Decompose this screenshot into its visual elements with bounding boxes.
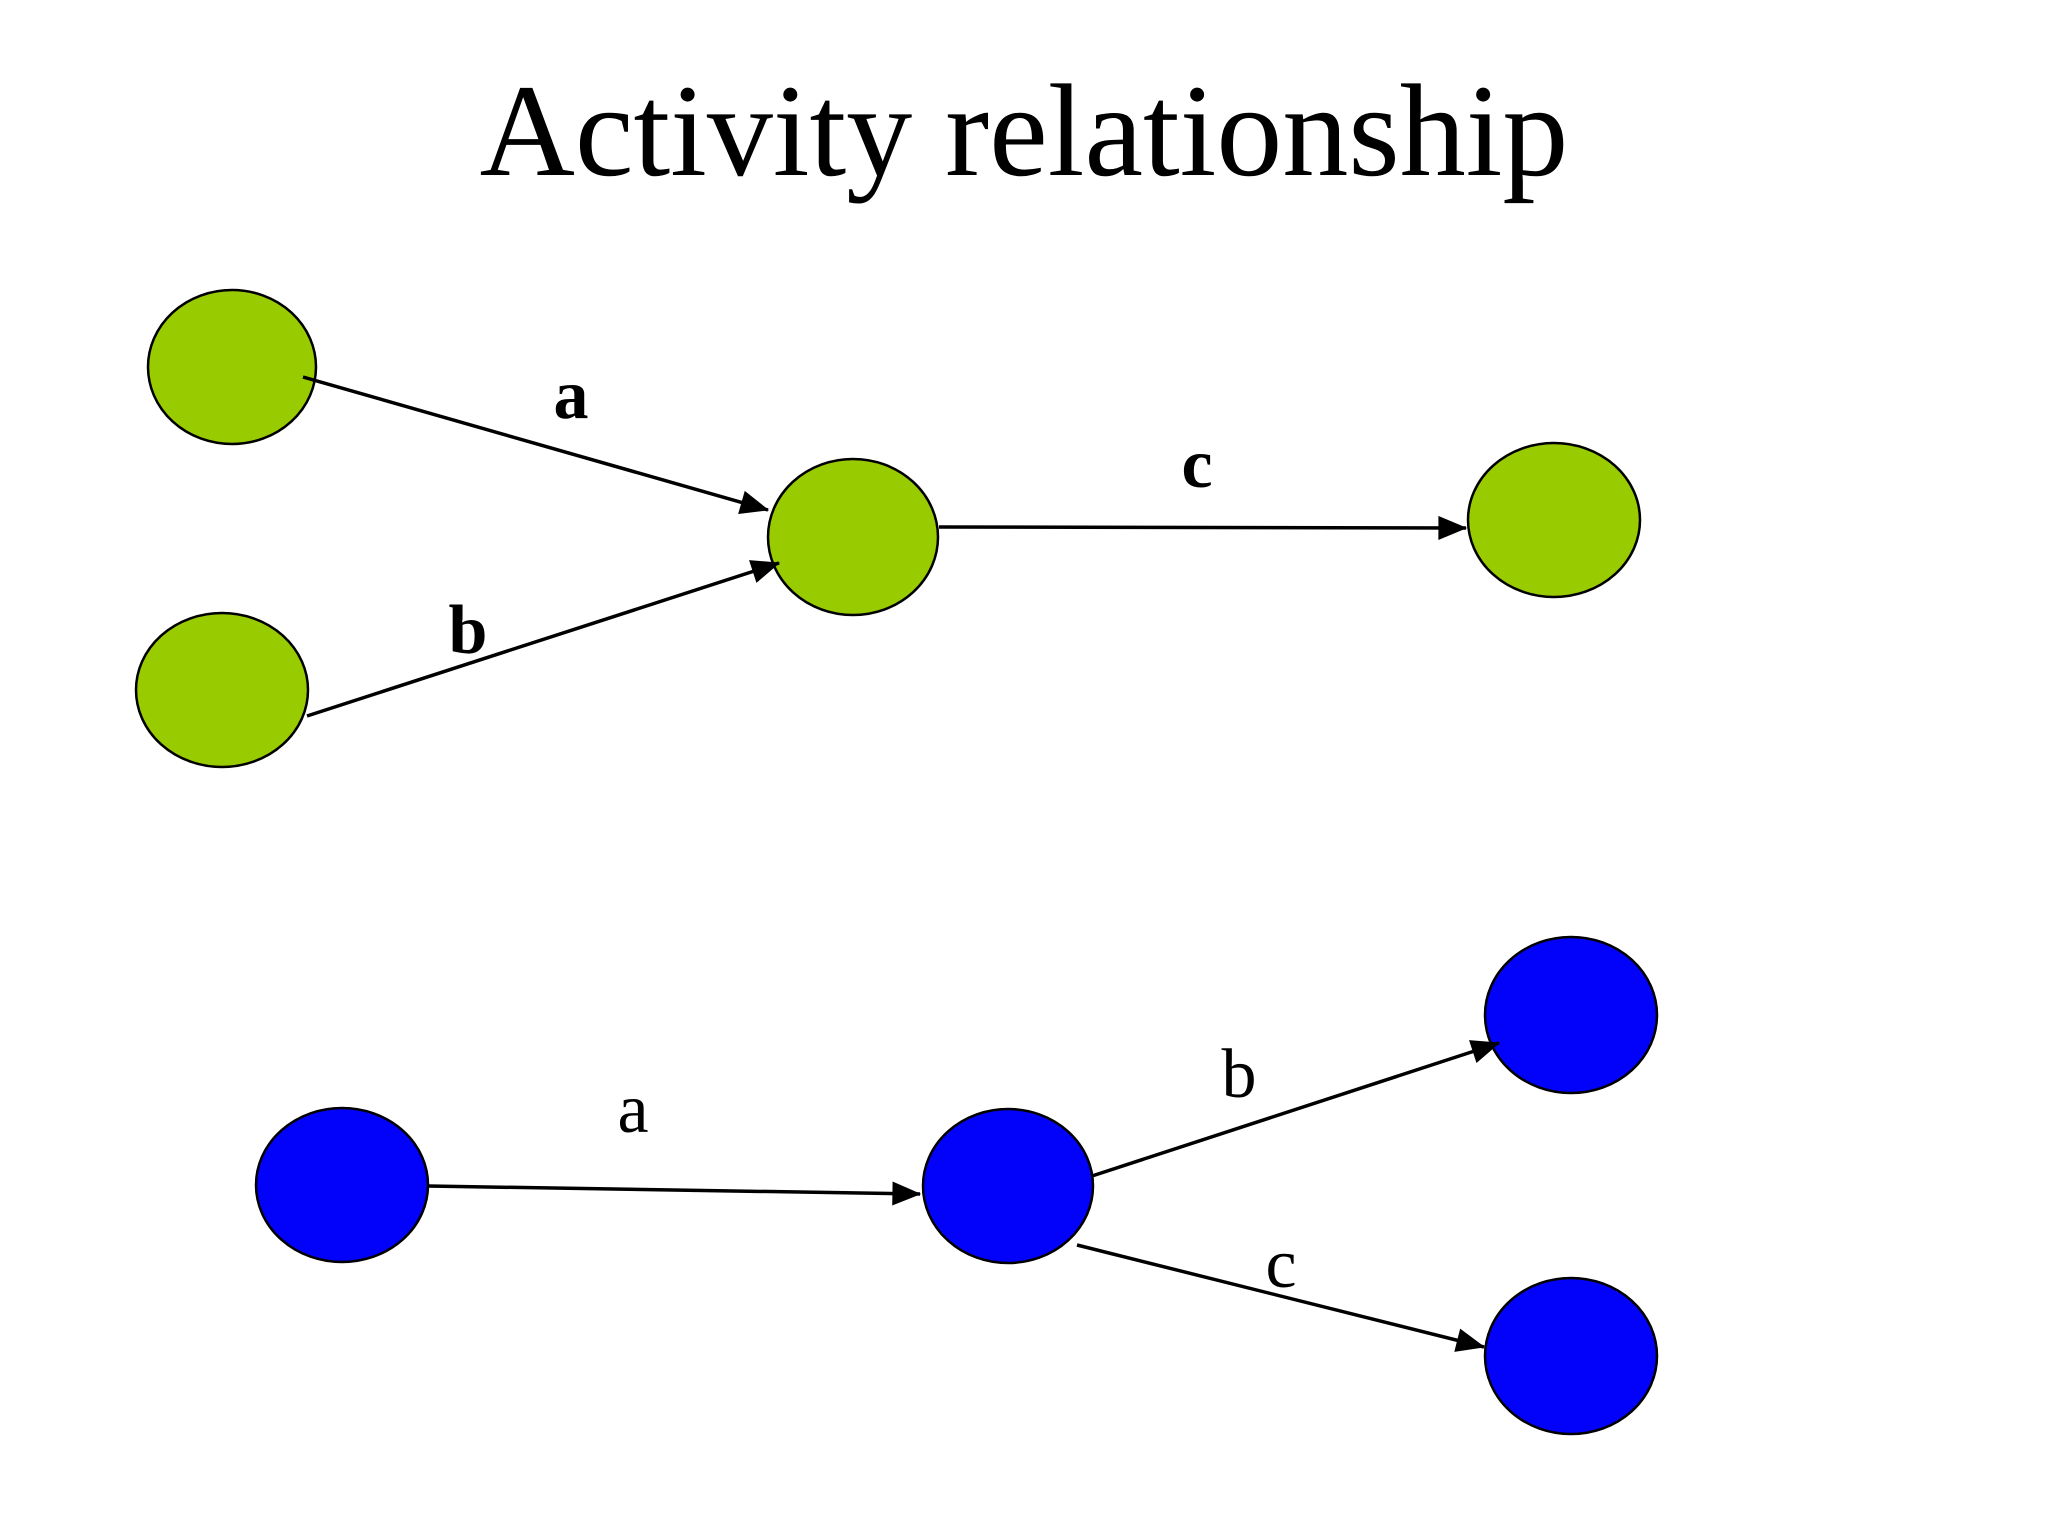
blue-burst-edge-label-c: c [1265, 1226, 1296, 1303]
blue-burst-arrow-b [1091, 1040, 1501, 1178]
green-merge-node-successor [1466, 441, 1642, 599]
blue-burst-node-succ-2 [1483, 1276, 1659, 1436]
green-merge-diagram: a b c [134, 288, 1642, 769]
green-merge-arrow-a [302, 375, 770, 514]
slide-title: Activity relationship [479, 57, 1569, 204]
green-merge-node-pred-1 [146, 288, 318, 446]
blue-burst-arrow-a [427, 1181, 922, 1206]
green-merge-edge-label-a: a [554, 357, 589, 434]
blue-burst-node-burst [921, 1107, 1095, 1265]
green-merge-arrow-c [938, 515, 1468, 540]
diagram-root: a b c a b c [134, 288, 1659, 1436]
blue-burst-edge-label-b: b [1222, 1036, 1257, 1113]
blue-burst-node-start [254, 1106, 430, 1264]
green-merge-edge-label-c: c [1181, 426, 1212, 503]
green-merge-node-pred-2 [134, 611, 310, 769]
blue-burst-arrow-c [1076, 1243, 1486, 1352]
blue-burst-diagram: a b c [254, 935, 1659, 1436]
blue-burst-node-succ-1 [1483, 935, 1659, 1095]
blue-burst-edge-label-a: a [617, 1071, 648, 1148]
green-merge-edge-label-b: b [449, 592, 488, 669]
green-merge-arrow-b [306, 560, 781, 718]
green-merge-node-merge [766, 457, 940, 617]
